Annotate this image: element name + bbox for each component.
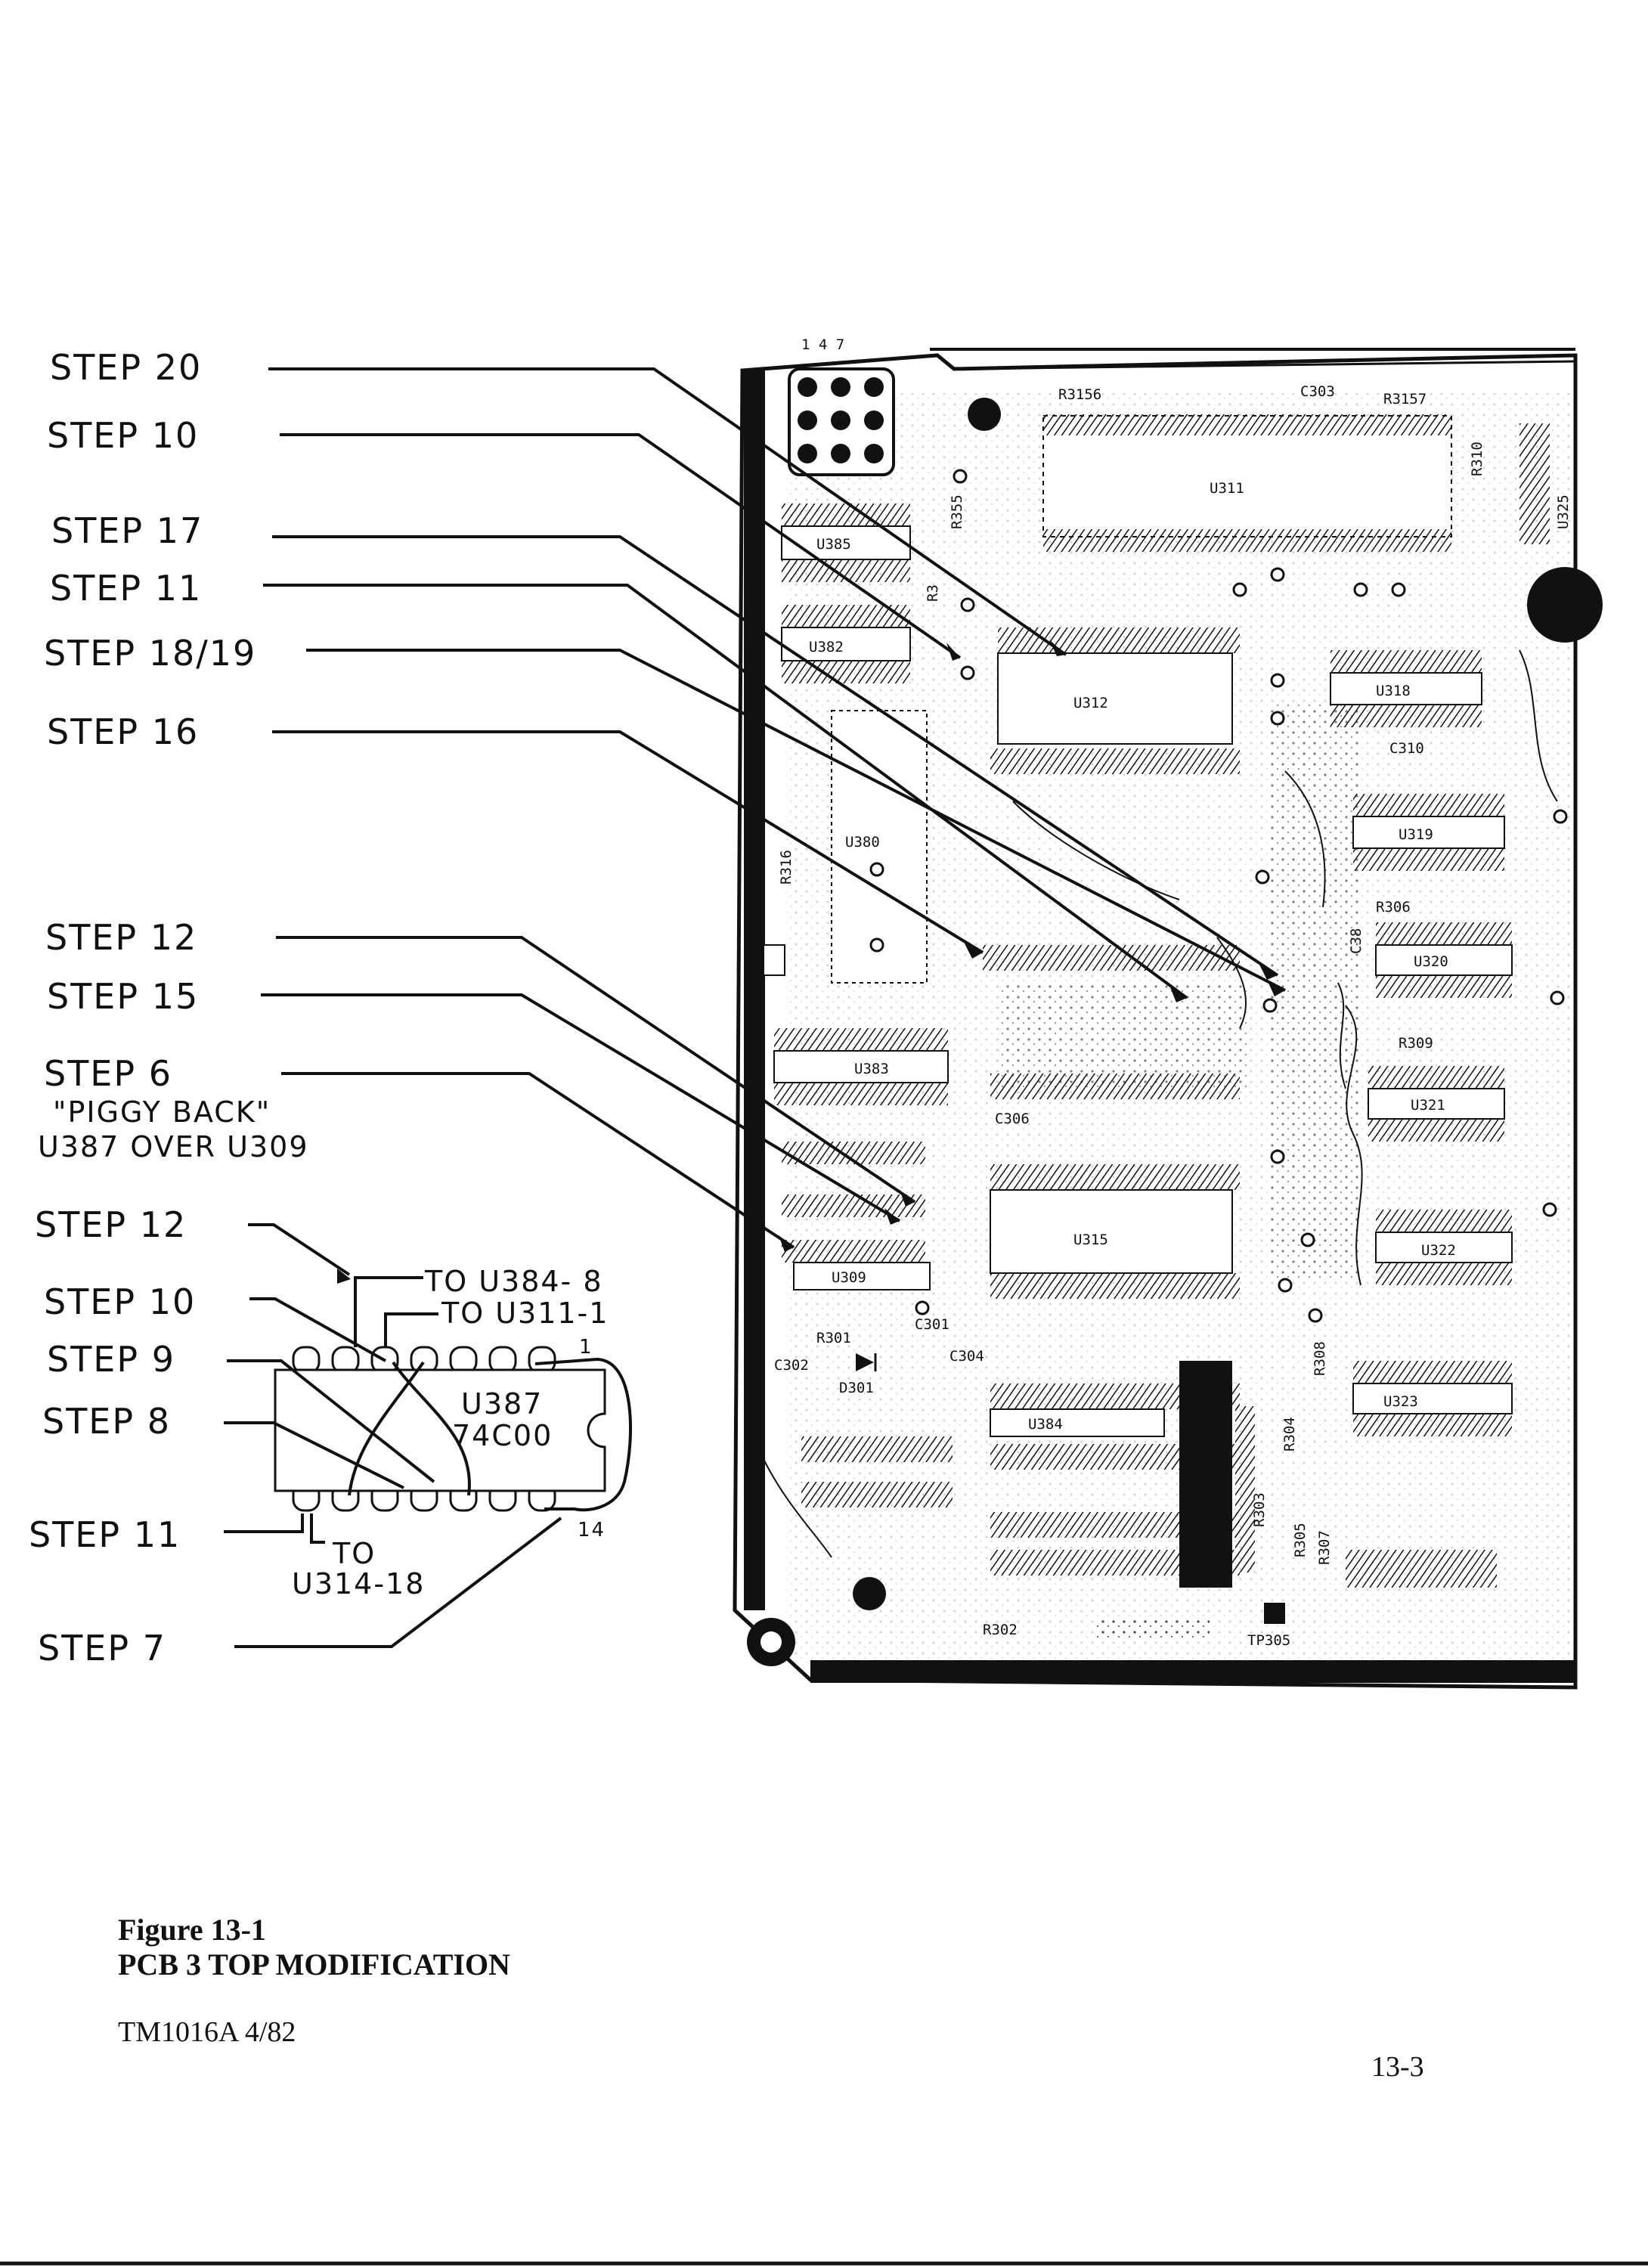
- svg-text:R303: R303: [1251, 1492, 1268, 1527]
- ic-u384: U384: [801, 1383, 1240, 1576]
- step-10-chip-label: STEP 10: [44, 1281, 196, 1322]
- u387-part-number: 74C00: [452, 1419, 553, 1452]
- svg-text:U382: U382: [809, 639, 844, 655]
- svg-text:U384: U384: [1028, 1416, 1063, 1433]
- svg-text:C301: C301: [915, 1316, 949, 1333]
- ic-u320: U320: [1375, 922, 1513, 998]
- step-18-19-label: STEP 18/19: [44, 633, 256, 674]
- svg-text:R308: R308: [1312, 1341, 1328, 1376]
- pcb-left-edge: [744, 370, 765, 1610]
- leader-lines: [234, 367, 1286, 1648]
- svg-text:C38: C38: [1348, 928, 1365, 954]
- step-9-label: STEP 9: [47, 1339, 175, 1380]
- mounting-hole: [1527, 567, 1603, 643]
- figure-title: PCB 3 TOP MODIFICATION: [118, 1947, 510, 1981]
- ic-u319: U319: [1352, 794, 1505, 871]
- svg-text:R309: R309: [1399, 1035, 1433, 1052]
- svg-text:C302: C302: [774, 1357, 809, 1374]
- diode-d301: D301: [839, 1353, 877, 1396]
- svg-text:R316: R316: [778, 850, 795, 885]
- to-u311-1-label: TO U311-1: [441, 1297, 609, 1330]
- svg-text:R3157: R3157: [1383, 391, 1427, 407]
- svg-text:C304: C304: [949, 1348, 984, 1365]
- step-16-label: STEP 16: [47, 711, 199, 752]
- svg-text:R310: R310: [1469, 442, 1485, 476]
- svg-text:U322: U322: [1421, 1242, 1456, 1259]
- pin-1-label: 1: [579, 1336, 593, 1359]
- step-12-label: STEP 12: [45, 917, 197, 958]
- svg-text:U323: U323: [1383, 1393, 1418, 1410]
- ic-u382: U382: [781, 605, 911, 683]
- svg-text:R306: R306: [1376, 899, 1411, 916]
- figure-caption: Figure 13-1 PCB 3 TOP MODIFICATION TM101…: [118, 1913, 1424, 2083]
- svg-text:R307: R307: [1316, 1530, 1333, 1565]
- u387-over-u309-note: U387 OVER U309: [38, 1130, 309, 1163]
- svg-text:R355: R355: [949, 494, 965, 529]
- jumper-header: 1 4 7: [788, 336, 895, 476]
- step-labels: STEP 20 STEP 10 STEP 17 STEP 11 STEP 18/…: [29, 347, 309, 1668]
- step-8-label: STEP 8: [42, 1401, 171, 1442]
- pcb-bottom-edge: [810, 1660, 1575, 1683]
- svg-text:R301: R301: [816, 1330, 851, 1346]
- svg-text:R3156: R3156: [1058, 386, 1101, 403]
- ic-u385: U385: [781, 503, 911, 582]
- svg-text:C306: C306: [995, 1111, 1030, 1127]
- piggy-back-note: "PIGGY BACK": [53, 1095, 271, 1129]
- ic-u380: U380: [831, 710, 928, 984]
- step-17-label: STEP 17: [51, 510, 203, 551]
- svg-text:C303: C303: [1300, 383, 1335, 400]
- svg-text:U385: U385: [816, 536, 851, 553]
- ic-u312: U312: [990, 627, 1240, 774]
- svg-text:R3: R3: [925, 584, 941, 602]
- mounting-hole: [853, 1577, 886, 1610]
- svg-text:R305: R305: [1292, 1523, 1309, 1557]
- svg-text:U311: U311: [1210, 480, 1244, 497]
- svg-text:U380: U380: [845, 834, 880, 850]
- svg-text:R304: R304: [1281, 1417, 1298, 1452]
- ic-u322: U322: [1375, 1210, 1513, 1285]
- step-7-label: STEP 7: [38, 1628, 166, 1668]
- pcb-photo: 1 4 7 U311 R3156 C303 R3157 R310 U325 U3…: [733, 336, 1603, 1690]
- svg-text:TP305: TP305: [1247, 1632, 1290, 1649]
- page-number: 13-3: [1371, 2051, 1424, 2083]
- svg-text:U315: U315: [1073, 1232, 1108, 1248]
- doc-id: TM1016A 4/82: [118, 2016, 296, 2048]
- svg-text:U312: U312: [1073, 695, 1108, 711]
- svg-text:U309: U309: [832, 1269, 866, 1286]
- ic-u383: U383: [773, 1028, 949, 1105]
- to-u384-8-label: TO U384- 8: [424, 1265, 603, 1298]
- svg-text:C310: C310: [1389, 740, 1424, 757]
- svg-text:U325: U325: [1555, 494, 1572, 529]
- ic-u309: U309: [782, 1142, 931, 1290]
- ic-u323: U323: [1352, 1361, 1513, 1436]
- step-11-label: STEP 11: [50, 568, 202, 609]
- svg-text:U321: U321: [1411, 1097, 1445, 1114]
- svg-text:D301: D301: [839, 1380, 874, 1396]
- svg-text:R302: R302: [983, 1622, 1018, 1638]
- svg-text:1 4 7: 1 4 7: [801, 336, 844, 353]
- step-6-label: STEP 6: [44, 1053, 172, 1094]
- svg-text:U319: U319: [1399, 826, 1433, 843]
- ic-u321: U321: [1368, 1066, 1505, 1142]
- ic-u315: C306 U315: [990, 1074, 1240, 1299]
- u387-chip-diagram: U387 74C00 1 14 TO U384- 8 TO U311-1 TO: [224, 1223, 632, 1600]
- pin-14-label: 14: [578, 1519, 606, 1541]
- svg-text:U318: U318: [1376, 683, 1411, 699]
- step-20-label: STEP 20: [50, 347, 202, 388]
- mounting-hole: [968, 398, 1001, 431]
- figure-number: Figure 13-1: [118, 1913, 266, 1947]
- u387-name: U387: [461, 1387, 543, 1421]
- step-15-label: STEP 15: [47, 976, 199, 1017]
- svg-text:U320: U320: [1414, 953, 1448, 970]
- ic-u318: U318 C310: [1330, 650, 1482, 757]
- step-12-chip-label: STEP 12: [35, 1204, 187, 1245]
- svg-text:U383: U383: [854, 1061, 889, 1077]
- u314-18-label: U314-18: [292, 1567, 425, 1600]
- ic-u311: U311: [1042, 414, 1452, 552]
- step-10-label: STEP 10: [47, 415, 199, 456]
- to-label: TO: [332, 1537, 376, 1570]
- step-11-chip-label: STEP 11: [29, 1514, 181, 1555]
- dark-component-block: [1179, 1361, 1232, 1588]
